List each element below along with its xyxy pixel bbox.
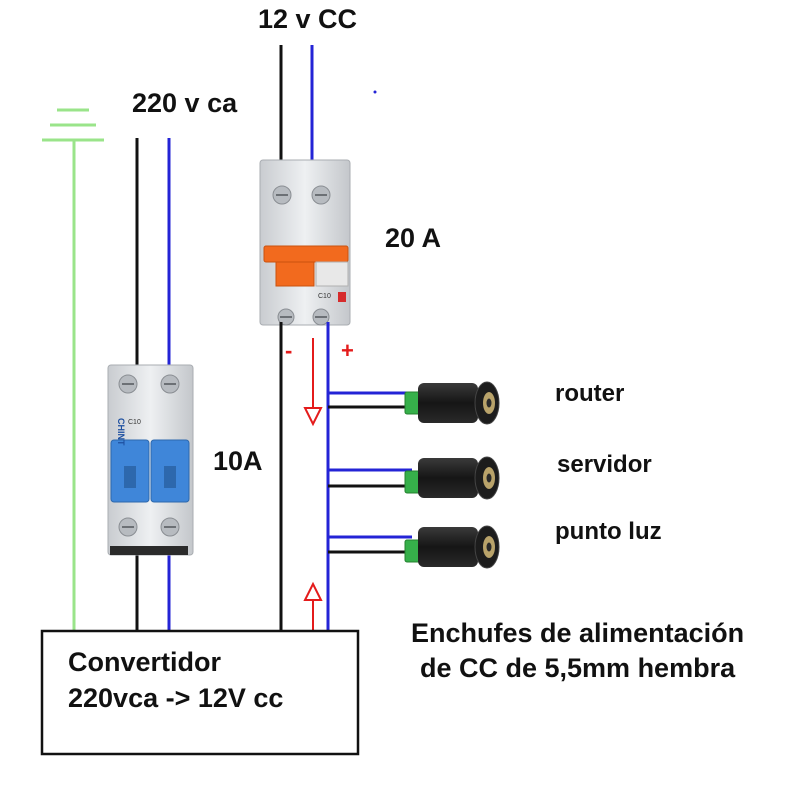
dc-jack-router — [404, 381, 500, 425]
converter-box — [40, 629, 360, 756]
ac-breaker-model: C10 — [128, 419, 141, 426]
negative-sign: - — [285, 338, 293, 363]
output-label-router: router — [555, 380, 625, 407]
output-label-punto-luz: punto luz — [555, 518, 662, 545]
ac-breaker: CHINT C10 — [107, 364, 194, 556]
ac-breaker-brand: CHINT — [116, 418, 126, 446]
converter-label-line2: 220vca -> 12V cc — [68, 683, 284, 713]
stray-dot — [373, 90, 377, 94]
ground-symbol — [42, 108, 104, 142]
branch-wires-servidor — [328, 468, 412, 488]
branch-wires-router — [328, 391, 412, 409]
converter-label-line1: Convertidor — [68, 647, 222, 677]
dc-breaker: C10 — [259, 159, 351, 326]
positive-sign: + — [341, 338, 354, 363]
connectors-caption-line2: de CC de 5,5mm hembra — [420, 653, 736, 683]
ac-input-label: 220 v ca — [132, 88, 238, 118]
connectors-caption-line1: Enchufes de alimentación — [411, 618, 745, 648]
dc-breaker-rating: 20 A — [385, 223, 442, 253]
dc-input-label: 12 v CC — [258, 4, 358, 34]
branch-wires-punto-luz — [328, 535, 412, 554]
dc-jack-servidor — [404, 456, 500, 500]
dc-breaker-model: C10 — [318, 293, 331, 300]
output-label-servidor: servidor — [557, 451, 652, 478]
arrow-down — [303, 338, 323, 427]
ac-breaker-rating: 10A — [213, 446, 263, 476]
dc-jack-punto-luz — [404, 525, 500, 569]
